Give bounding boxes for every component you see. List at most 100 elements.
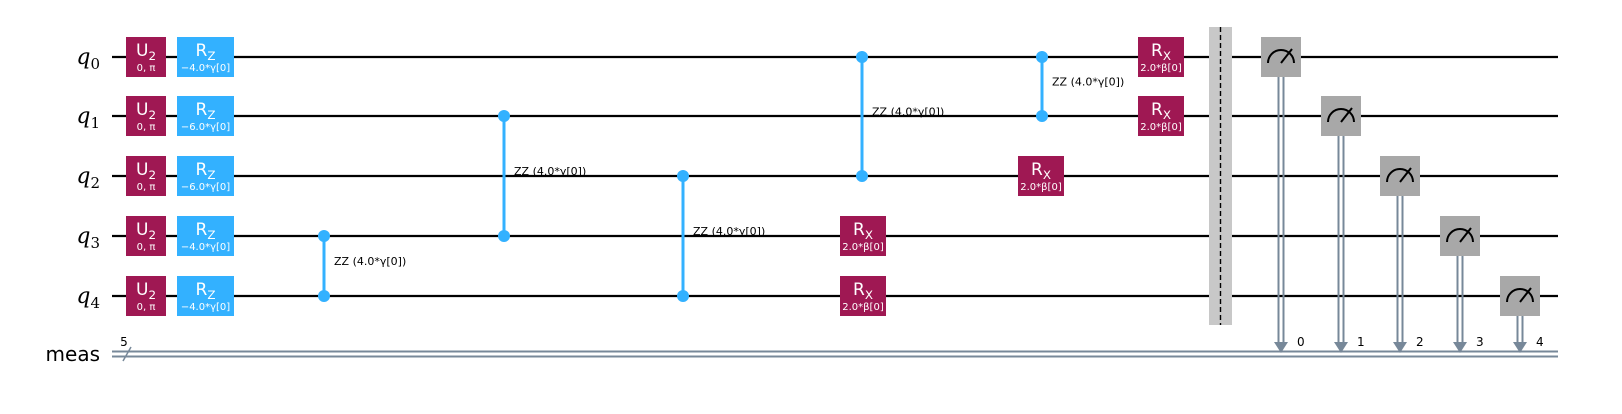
zz-control-dot — [498, 110, 510, 122]
zz-gate-4: ZZ (4.0*γ[0]) — [1036, 51, 1124, 122]
u2-gate-q4: U20, π — [126, 276, 166, 316]
u2-gate-q3-title: U2 — [136, 220, 156, 242]
u2-gate-q3-param: 0, π — [137, 242, 156, 253]
zz-gate-3: ZZ (4.0*γ[0]) — [856, 51, 944, 182]
u2-gate-q1-param: 0, π — [137, 122, 156, 133]
meter-arc-icon — [1327, 108, 1355, 123]
rz-gate-q2-param: −6.0*γ[0] — [181, 182, 230, 193]
measure-arrowhead — [1393, 342, 1407, 353]
classical-bundle-slash — [122, 346, 132, 362]
zz-control-dot — [856, 51, 868, 63]
zz-control-dot — [856, 170, 868, 182]
u2-gate-q4-param: 0, π — [137, 302, 156, 313]
rx-gate-q4-param: 2.0*β[0] — [842, 302, 884, 313]
classical-register-width: 5 — [120, 335, 128, 349]
measure-gate-q3: 3 — [1440, 216, 1484, 353]
u2-gate-q0-param: 0, π — [137, 63, 156, 74]
zz-gate-label: ZZ (4.0*γ[0]) — [693, 225, 765, 238]
meter-needle-icon — [1399, 167, 1412, 183]
measure-box — [1321, 96, 1361, 136]
zz-control-dot — [677, 290, 689, 302]
measure-gate-q4: 4 — [1500, 276, 1544, 353]
rz-gate-q3: RZ−4.0*γ[0] — [177, 216, 234, 256]
zz-control-dot — [318, 290, 330, 302]
zz-gate-2: ZZ (4.0*γ[0]) — [677, 170, 765, 302]
rz-gate-q3-title: RZ — [196, 220, 216, 242]
zz-control-dot — [318, 230, 330, 242]
rx-gate-q0-title: RX — [1151, 41, 1171, 63]
rz-gate-q4-title: RZ — [196, 280, 216, 302]
rx-gate-q3-param: 2.0*β[0] — [842, 242, 884, 253]
rx-gate-q2-param: 2.0*β[0] — [1020, 182, 1062, 193]
zz-gate-1: ZZ (4.0*γ[0]) — [498, 110, 586, 242]
measure-gate-q0: 0 — [1261, 37, 1305, 353]
u2-gate-q4-title: U2 — [136, 280, 156, 302]
meter-needle-icon — [1340, 107, 1353, 123]
classical-bit-index: 1 — [1357, 335, 1365, 349]
zz-gate-label: ZZ (4.0*γ[0]) — [1052, 76, 1124, 89]
measure-gate-q2: 2 — [1380, 156, 1424, 353]
meter-arc-icon — [1267, 49, 1295, 64]
rx-gate-q4: RX2.0*β[0] — [840, 276, 886, 316]
classical-bit-index: 2 — [1416, 335, 1424, 349]
u2-gate-q2-param: 0, π — [137, 182, 156, 193]
measure-arrowhead — [1453, 342, 1467, 353]
rx-gate-q2: RX2.0*β[0] — [1018, 156, 1064, 196]
rz-gate-q1: RZ−6.0*γ[0] — [177, 96, 234, 136]
zz-control-dot — [1036, 51, 1048, 63]
measure-arrowhead — [1274, 342, 1288, 353]
classical-bit-index: 4 — [1536, 335, 1544, 349]
u2-gate-q0: U20, π — [126, 37, 166, 77]
qubit-label-2: q2 — [76, 164, 100, 192]
rz-gate-q0-title: RZ — [196, 41, 216, 63]
zz-control-dot — [498, 230, 510, 242]
meter-needle-icon — [1280, 48, 1293, 64]
rx-gate-q4-title: RX — [853, 280, 873, 302]
rx-gate-q2-title: RX — [1031, 160, 1051, 182]
rx-gate-q1-title: RX — [1151, 100, 1171, 122]
rz-gate-q1-param: −6.0*γ[0] — [181, 122, 230, 133]
rz-gate-q2: RZ−6.0*γ[0] — [177, 156, 234, 196]
u2-gate-q0-title: U2 — [136, 41, 156, 63]
measure-box — [1440, 216, 1480, 256]
rx-gate-q1-param: 2.0*β[0] — [1140, 122, 1182, 133]
measure-box — [1500, 276, 1540, 316]
meter-needle-icon — [1519, 287, 1532, 303]
zz-control-dot — [677, 170, 689, 182]
meter-arc-icon — [1386, 168, 1414, 183]
qubit-label-3: q3 — [76, 224, 100, 252]
rx-gate-q0-param: 2.0*β[0] — [1140, 63, 1182, 74]
u2-gate-q1-title: U2 — [136, 100, 156, 122]
rx-gate-q3-title: RX — [853, 220, 873, 242]
rz-gate-q0: RZ−4.0*γ[0] — [177, 37, 234, 77]
measure-arrowhead — [1334, 342, 1348, 353]
measure-arrowhead — [1513, 342, 1527, 353]
classical-bit-index: 3 — [1476, 335, 1484, 349]
u2-gate-q2-title: U2 — [136, 160, 156, 182]
rz-gate-q1-title: RZ — [196, 100, 216, 122]
rx-gate-q3: RX2.0*β[0] — [840, 216, 886, 256]
meter-arc-icon — [1446, 228, 1474, 243]
rz-gate-q4-param: −4.0*γ[0] — [181, 302, 230, 313]
zz-gate-label: ZZ (4.0*γ[0]) — [514, 165, 586, 178]
zz-gate-label: ZZ (4.0*γ[0]) — [872, 106, 944, 119]
classical-bit-index: 0 — [1297, 335, 1305, 349]
qubit-label-4: q4 — [76, 284, 100, 312]
qubit-label-1: q1 — [76, 104, 100, 132]
measure-gate-q1: 1 — [1321, 96, 1365, 353]
rx-gate-q0: RX2.0*β[0] — [1138, 37, 1184, 77]
meter-arc-icon — [1506, 288, 1534, 303]
u2-gate-q1: U20, π — [126, 96, 166, 136]
zz-control-dot — [1036, 110, 1048, 122]
u2-gate-q2: U20, π — [126, 156, 166, 196]
zz-gate-label: ZZ (4.0*γ[0]) — [334, 255, 406, 268]
rz-gate-q2-title: RZ — [196, 160, 216, 182]
measure-box — [1261, 37, 1301, 77]
rz-gate-q3-param: −4.0*γ[0] — [181, 242, 230, 253]
meter-needle-icon — [1459, 227, 1472, 243]
measure-box — [1380, 156, 1420, 196]
u2-gate-q3: U20, π — [126, 216, 166, 256]
zz-gate-0: ZZ (4.0*γ[0]) — [318, 230, 406, 302]
classical-register-label: meas — [46, 342, 100, 366]
